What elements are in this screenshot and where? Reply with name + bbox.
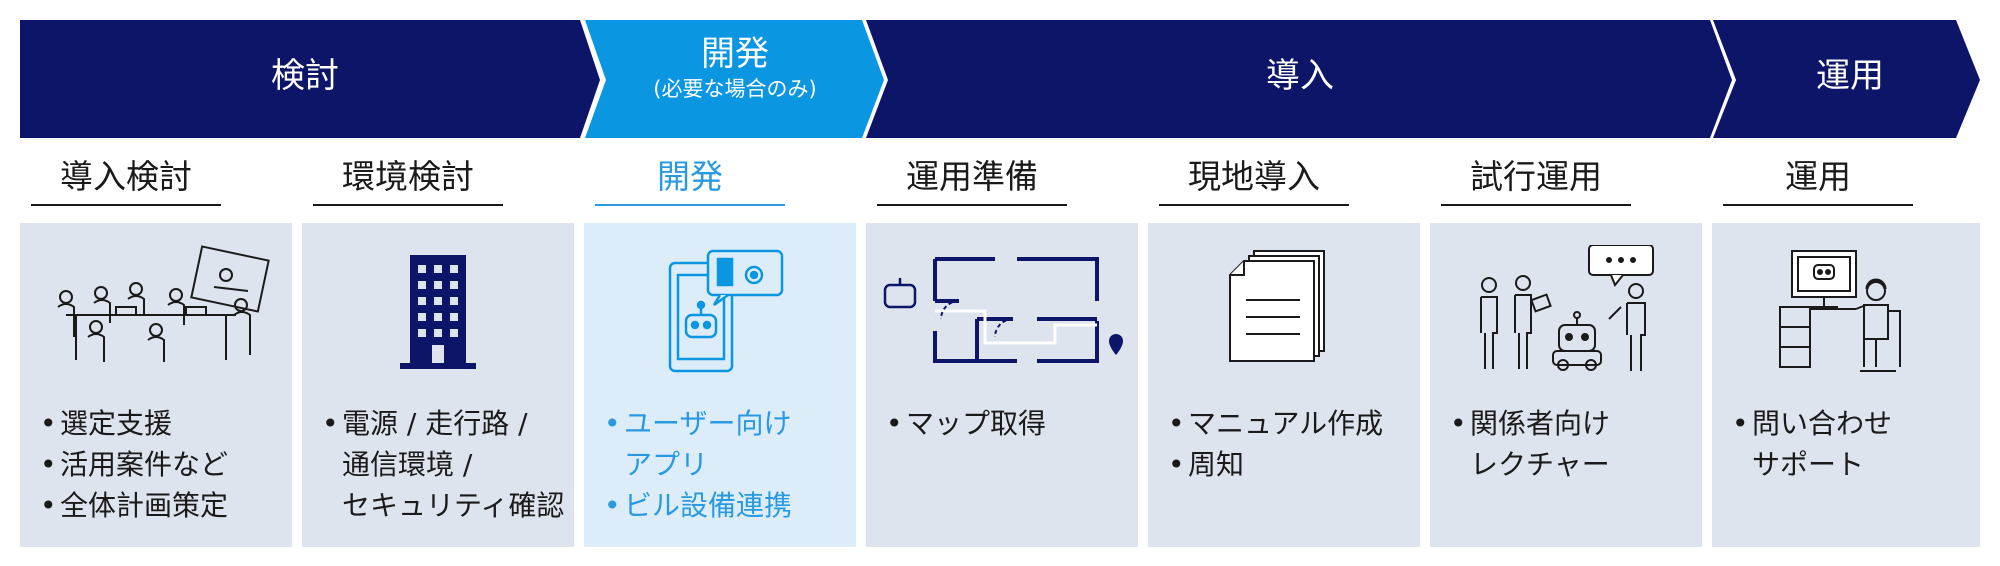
bullet-item: マニュアル作成 <box>1168 403 1383 444</box>
phase-arrow-kaihatsu <box>585 20 884 138</box>
phase-arrow-unyo <box>1713 20 1980 138</box>
step-shiko-unyo: 試行運用 <box>1430 150 1642 206</box>
bullet-item: 全体計画策定 <box>40 485 228 526</box>
bullet-item: 問い合わせ サポート <box>1732 403 1892 485</box>
step-unyo: 運用 <box>1712 150 1924 206</box>
bullet-list: 関係者向け レクチャー <box>1450 403 1610 485</box>
phase-label-kento: 検討 <box>271 56 339 96</box>
bullet-item: 活用案件など <box>40 444 228 485</box>
support-operator-icon <box>1712 245 1980 375</box>
panel-donyu-kento: 選定支援 活用案件など 全体計画策定 <box>20 223 292 547</box>
bullet-item: ユーザー向け アプリ <box>604 403 792 485</box>
documents-icon <box>1148 245 1420 375</box>
step-donyu-kento: 導入検討 <box>20 150 232 206</box>
panel-kaihatsu: ユーザー向け アプリ ビル設備連携 <box>584 223 856 547</box>
phase-label-kaihatsu: 開発 (必要な場合のみ) <box>653 34 817 101</box>
tablet-app-robot-icon <box>584 245 856 375</box>
phase-arrow-banner <box>20 20 1980 138</box>
bullet-item: ビル設備連携 <box>604 485 792 526</box>
bullet-list: 問い合わせ サポート <box>1732 403 1892 485</box>
bullet-item: マップ取得 <box>886 403 1046 444</box>
phase-label-donyu: 導入 <box>1266 56 1334 96</box>
bullet-list: 電源 / 走行路 / 通信環境 / セキュリティ確認 <box>322 403 564 526</box>
panel-unyo: 問い合わせ サポート <box>1712 223 1980 547</box>
bullet-list: マニュアル作成 周知 <box>1168 403 1383 485</box>
phase-label-unyo: 運用 <box>1816 56 1884 96</box>
bullet-item: 電源 / 走行路 / 通信環境 / セキュリティ確認 <box>322 403 564 526</box>
meeting-people-icon <box>20 245 292 375</box>
bullet-list: ユーザー向け アプリ ビル設備連携 <box>604 403 792 526</box>
floor-map-robot-icon <box>866 245 1138 375</box>
bullet-list: 選定支援 活用案件など 全体計画策定 <box>40 403 228 526</box>
bullet-item: 選定支援 <box>40 403 228 444</box>
step-genchi-donyu: 現地導入 <box>1148 150 1360 206</box>
step-unyo-junbi: 運用準備 <box>866 150 1078 206</box>
phase-arrow-donyu <box>866 20 1732 138</box>
bullet-list: マップ取得 <box>886 403 1046 444</box>
panel-unyo-junbi: マップ取得 <box>866 223 1138 547</box>
building-icon <box>302 245 574 375</box>
panel-shiko-unyo: 関係者向け レクチャー <box>1430 223 1702 547</box>
lecture-robot-icon <box>1430 245 1702 375</box>
phase-arrow-kento <box>20 20 600 138</box>
panel-genchi-donyu: マニュアル作成 周知 <box>1148 223 1420 547</box>
bullet-item: 関係者向け レクチャー <box>1450 403 1610 485</box>
step-kaihatsu: 開発 <box>584 150 796 206</box>
bullet-item: 周知 <box>1168 444 1383 485</box>
step-kankyo-kento: 環境検討 <box>302 150 514 206</box>
panel-kankyo-kento: 電源 / 走行路 / 通信環境 / セキュリティ確認 <box>302 223 574 547</box>
